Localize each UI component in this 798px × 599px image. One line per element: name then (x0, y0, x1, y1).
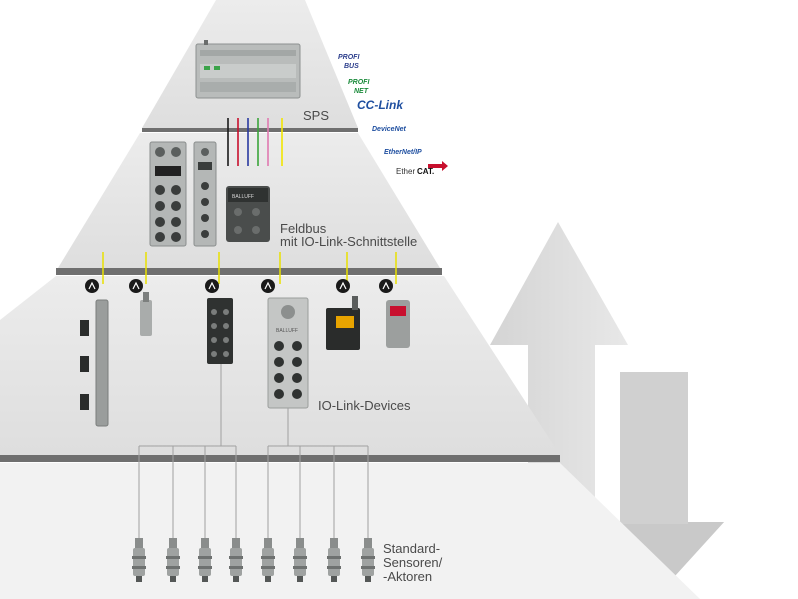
label-sensors-line1: Standard- (383, 541, 440, 556)
profinet-logo: PROFI NET (346, 75, 380, 95)
iolink-symbol-icon (261, 279, 275, 293)
standard-sensor-icon (261, 538, 275, 582)
linear-sensor (80, 299, 109, 427)
iolink-symbol-icon (336, 279, 350, 293)
standard-sensor-icon (198, 538, 212, 582)
profinet-line1: PROFI (348, 79, 370, 86)
standard-sensor-icon (166, 538, 180, 582)
divider-iolink (0, 455, 560, 462)
fieldbus-module-large (149, 141, 187, 247)
ethercat-logo-a: Ether (396, 167, 415, 176)
iolink-hub-large: BALLUFF (267, 297, 309, 409)
sensor-wiring (138, 364, 369, 540)
label-feldbus-line1: Feldbus (280, 221, 327, 236)
laser-sensor (326, 296, 360, 350)
divider-feldbus (56, 268, 442, 275)
pressure-sensor (386, 300, 410, 348)
standard-sensor-icon (229, 538, 243, 582)
fieldbus-module-compact: BALLUFF (226, 186, 270, 242)
standard-sensor-icon (293, 538, 307, 582)
divider-sps (142, 128, 358, 132)
standard-sensor-icon (361, 538, 375, 582)
ethernetip-logo: EtherNet/IP (384, 149, 422, 156)
label-iolink-devices: IO-Link-Devices (318, 398, 411, 413)
profibus-logo: PROFI BUS (336, 50, 370, 70)
fieldbus-module-brand: BALLUFF (232, 194, 254, 200)
label-sensors-line2: Sensoren/ (383, 555, 443, 570)
label-sps: SPS (303, 108, 329, 123)
iolink-hub-brand: BALLUFF (276, 328, 298, 334)
up-arrow (490, 222, 628, 520)
iolink-symbol-icon (379, 279, 393, 293)
down-arrow-shaft (620, 372, 688, 524)
label-feldbus-line2: mit IO-Link-Schnittstelle (280, 234, 417, 249)
profinet-line2: NET (354, 88, 369, 95)
iolink-symbol-icon (205, 279, 219, 293)
fieldbus-module-slim (193, 141, 217, 247)
cylindrical-sensor (140, 292, 152, 336)
iolink-symbol-icon (129, 279, 143, 293)
standard-sensor-icon (327, 538, 341, 582)
devicenet-logo: DeviceNet (372, 126, 407, 133)
iolink-symbols (85, 279, 393, 293)
ethercat-logo-b: CAT. (417, 167, 434, 176)
standard-sensors (132, 538, 375, 582)
profibus-line2: BUS (344, 63, 359, 70)
iolink-connectors (102, 252, 397, 284)
plc-cables (227, 118, 283, 166)
ethercat-logo: Ether CAT. (396, 161, 448, 176)
profibus-line1: PROFI (338, 54, 360, 61)
standard-sensor-icon (132, 538, 146, 582)
iolink-symbol-icon (85, 279, 99, 293)
iolink-hub-small (207, 298, 233, 364)
cclink-logo: CC-Link (357, 98, 404, 112)
label-sensors-line3: -Aktoren (383, 569, 432, 584)
plc-device (195, 40, 301, 99)
